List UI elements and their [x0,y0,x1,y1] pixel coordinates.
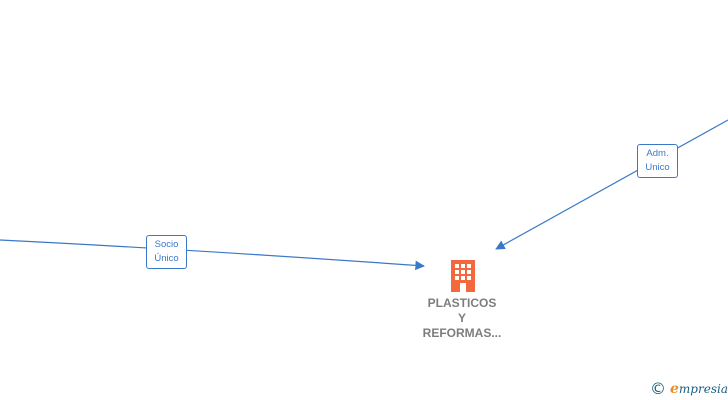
brand-watermark: © empresia [650,378,728,400]
building-icon[interactable] [449,258,477,292]
relation-label-adm-unico[interactable]: Adm. Unico [637,144,678,178]
company-name-line: Y [457,311,466,325]
relation-label-line: Socio [154,239,179,250]
edge-adm-unico [495,119,728,250]
relation-label-line: Unico [645,162,670,173]
edge-socio-unico [0,239,425,271]
copyright-icon: © [650,379,666,398]
relation-label-line: Único [154,253,179,264]
empresia-logo: empresia [670,381,728,397]
company-name-line: REFORMAS... [422,326,502,340]
company-name[interactable]: PLASTICOS Y REFORMAS... [402,296,522,341]
company-name-line: PLASTICOS [427,296,497,310]
relation-label-socio-unico[interactable]: Socio Único [146,235,187,269]
relation-label-line: Adm. [646,148,669,159]
